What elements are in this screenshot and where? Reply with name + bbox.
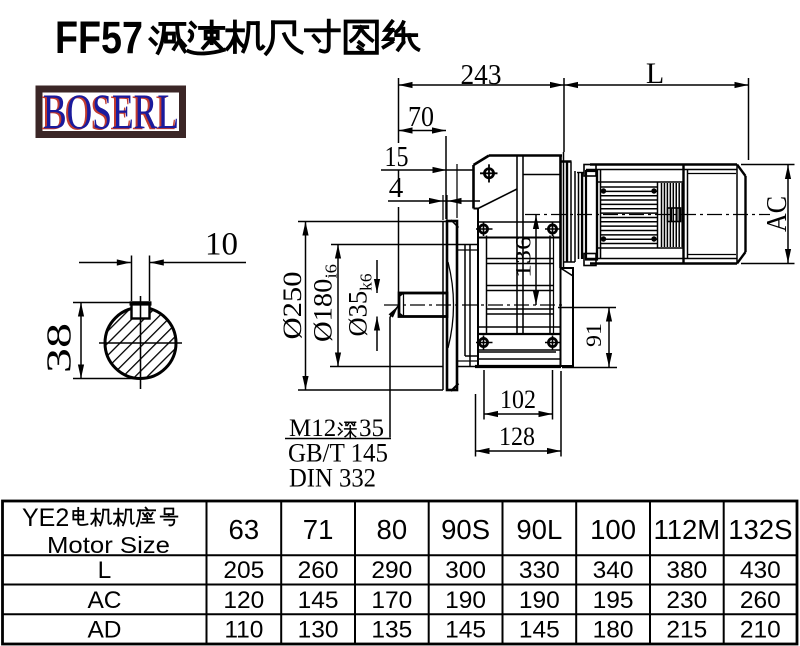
- svg-text:Ø180i6: Ø180i6: [309, 264, 341, 342]
- svg-text:AD: AD: [87, 617, 121, 644]
- svg-text:BOSERL: BOSERL: [43, 83, 179, 139]
- svg-text:145: 145: [298, 587, 339, 614]
- svg-text:110: 110: [224, 617, 263, 644]
- svg-text:128: 128: [499, 422, 535, 451]
- svg-text:260: 260: [298, 557, 339, 584]
- svg-text:195: 195: [593, 587, 634, 614]
- svg-text:90S: 90S: [441, 514, 490, 545]
- svg-text:102: 102: [500, 385, 536, 414]
- svg-text:DIN 332: DIN 332: [289, 464, 376, 493]
- svg-text:L: L: [646, 57, 664, 90]
- svg-text:91: 91: [581, 323, 606, 347]
- svg-text:210: 210: [740, 617, 781, 644]
- svg-text:L: L: [98, 557, 112, 584]
- svg-text:YE2: YE2: [22, 504, 69, 532]
- svg-text:243: 243: [461, 59, 502, 91]
- svg-text:300: 300: [445, 557, 486, 584]
- svg-text:215: 215: [666, 617, 707, 644]
- svg-text:190: 190: [519, 587, 560, 614]
- svg-text:130: 130: [298, 617, 339, 644]
- svg-text:63: 63: [229, 514, 260, 545]
- svg-text:136: 136: [511, 236, 536, 278]
- svg-text:15: 15: [385, 141, 409, 173]
- svg-text:340: 340: [593, 557, 634, 584]
- svg-text:71: 71: [303, 514, 334, 545]
- svg-text:290: 290: [371, 557, 412, 584]
- svg-text:80: 80: [377, 514, 408, 545]
- svg-text:AC: AC: [87, 587, 121, 614]
- svg-text:230: 230: [666, 587, 707, 614]
- svg-text:4: 4: [389, 172, 404, 204]
- svg-text:70: 70: [408, 101, 434, 133]
- svg-text:132S: 132S: [728, 514, 792, 545]
- svg-text:430: 430: [740, 557, 781, 584]
- svg-text:GB/T 145: GB/T 145: [288, 439, 388, 468]
- svg-text:38: 38: [40, 323, 79, 373]
- svg-text:120: 120: [223, 587, 264, 614]
- svg-text:10: 10: [205, 227, 238, 263]
- svg-text:BOSERL: BOSERL: [41, 84, 177, 140]
- svg-text:112M: 112M: [653, 514, 720, 545]
- svg-text:Ø250: Ø250: [278, 272, 307, 340]
- svg-text:35: 35: [359, 415, 384, 442]
- svg-text:M12: M12: [289, 415, 336, 442]
- svg-text:145: 145: [519, 617, 560, 644]
- svg-text:170: 170: [371, 587, 412, 614]
- svg-text:205: 205: [223, 557, 264, 584]
- svg-text:260: 260: [740, 587, 781, 614]
- svg-text:Motor Size: Motor Size: [47, 532, 170, 558]
- svg-text:AC: AC: [761, 196, 793, 232]
- svg-text:330: 330: [519, 557, 560, 584]
- svg-text:180: 180: [593, 617, 634, 644]
- svg-text:FF57: FF57: [55, 12, 143, 63]
- svg-text:100: 100: [590, 514, 636, 545]
- svg-text:90L: 90L: [516, 514, 562, 545]
- svg-text:380: 380: [666, 557, 707, 584]
- svg-text:190: 190: [445, 587, 486, 614]
- svg-text:145: 145: [445, 617, 486, 644]
- svg-text:135: 135: [371, 617, 412, 644]
